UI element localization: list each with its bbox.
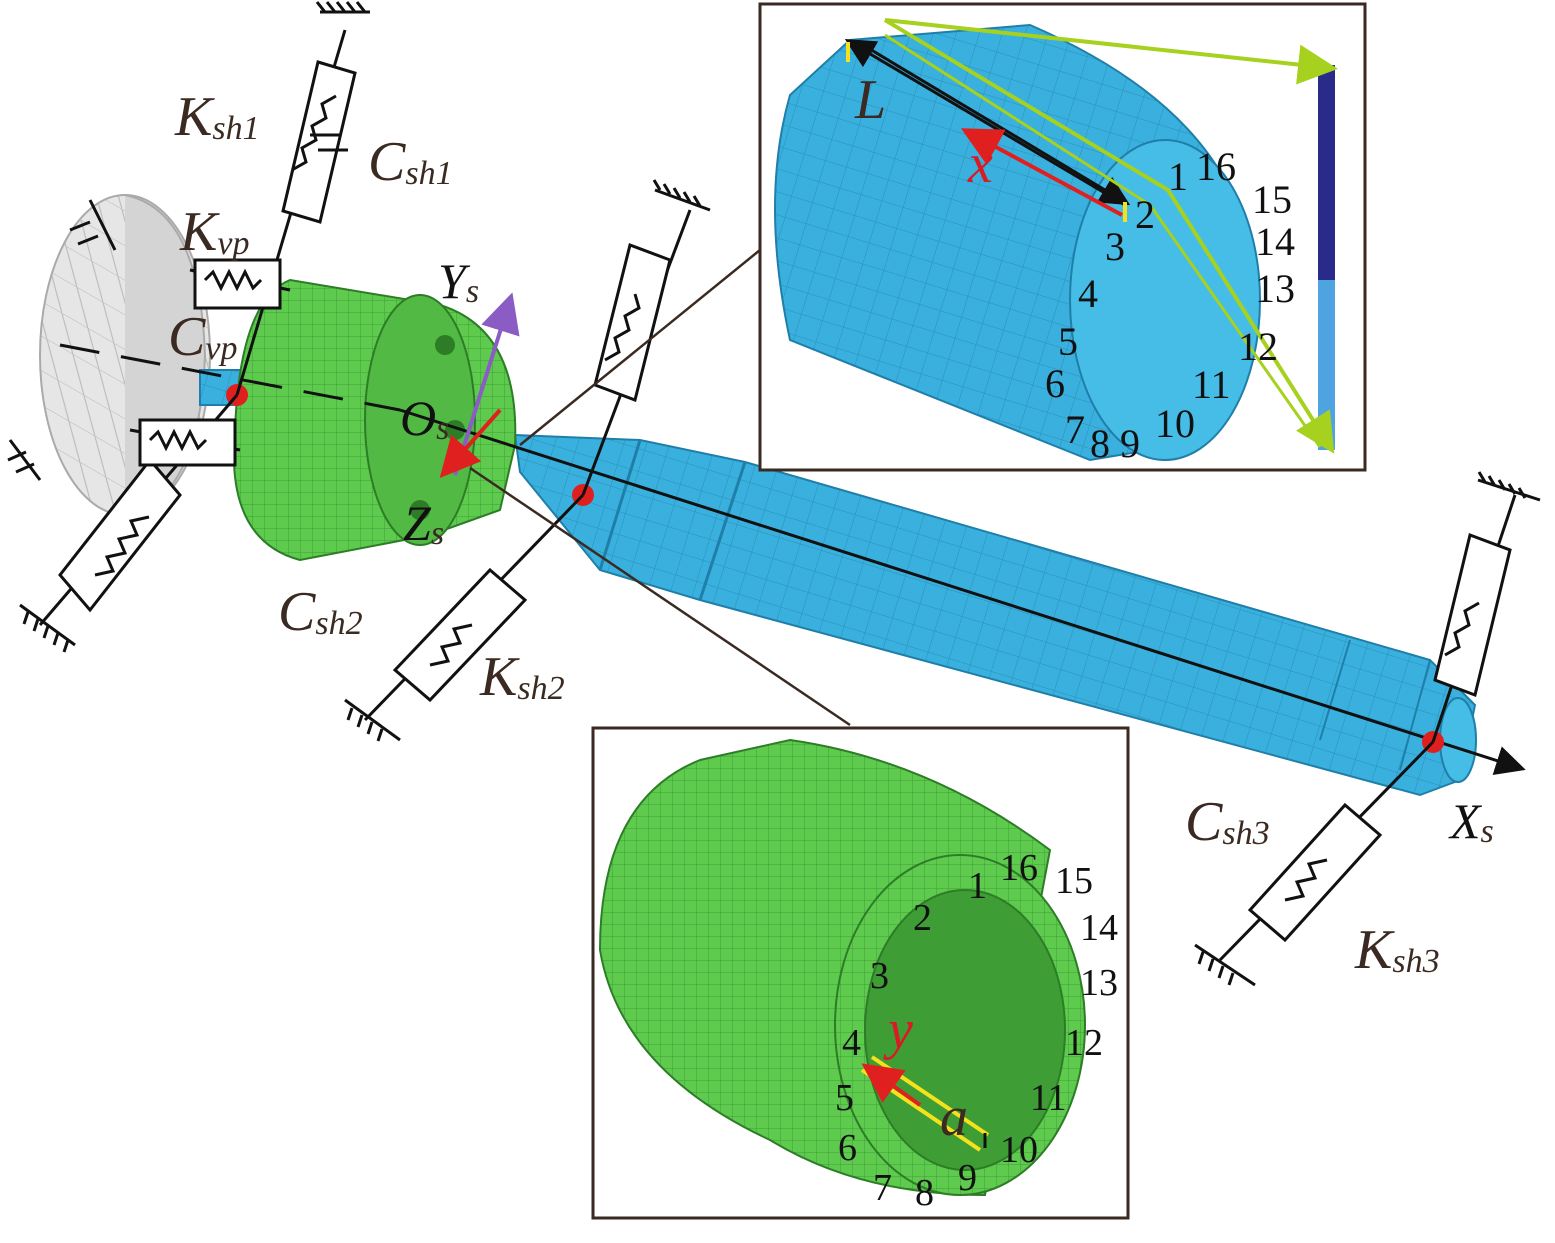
inset-hub-tooth-15: 15 <box>1055 860 1093 902</box>
support-vp <box>7 199 291 481</box>
inset-connector-bottom <box>469 466 851 727</box>
axis-label-z: Zs <box>403 495 444 552</box>
inset-shaft-tooth-8: 8 <box>1090 421 1110 466</box>
inset-hub-tooth-13: 13 <box>1080 962 1118 1004</box>
inset-hub-tooth-16: 16 <box>1000 847 1038 889</box>
inset-shaft-tooth-9: 9 <box>1120 421 1140 466</box>
inset-shaft-coord-label: x <box>967 133 993 195</box>
inset-hub-tooth-6: 6 <box>838 1127 857 1169</box>
inset-hub-tooth-7: 7 <box>873 1167 892 1209</box>
inset-shaft-tooth-12: 12 <box>1238 324 1278 369</box>
inset-hub-coord-label: y <box>883 999 913 1061</box>
inset-shaft-tooth-11: 11 <box>1192 362 1231 407</box>
inset-shaft-tooth-4: 4 <box>1078 271 1098 316</box>
support-sh1 <box>235 1 370 396</box>
inset-connector-top <box>519 249 761 446</box>
inset-shaft-tooth-13: 13 <box>1255 266 1295 311</box>
shaft-axis <box>59 343 1526 775</box>
inset-hub-tooth-9: 9 <box>958 1157 977 1199</box>
axis-label-y: Ys <box>438 253 479 310</box>
support-sh2 <box>344 179 711 742</box>
support-sh3 <box>1194 471 1541 987</box>
label-c-sh3: Csh3 <box>1185 791 1270 853</box>
inset-shaft-tooth-5: 5 <box>1058 319 1078 364</box>
inset-hub-tooth-2: 2 <box>913 897 932 939</box>
label-c-sh1: Csh1 <box>368 131 453 193</box>
inset-shaft-tooth-7: 7 <box>1065 407 1085 452</box>
inset-hub-tooth-10: 10 <box>1000 1129 1038 1171</box>
z-axis-arrow <box>439 408 502 478</box>
inset-shaft-tooth-1: 1 <box>1168 154 1188 199</box>
label-k-sh2: Ksh2 <box>479 646 565 708</box>
label-k-vp: Kvp <box>179 201 249 263</box>
label-k-sh3: Ksh3 <box>1354 919 1440 981</box>
inset-hub-tooth-12: 12 <box>1065 1022 1103 1064</box>
inset-shaft-tooth-3: 3 <box>1105 224 1125 269</box>
inset-shaft-teeth: L x 1 16 15 14 13 12 11 10 9 8 7 6 5 4 3… <box>758 2 1367 472</box>
inset-hub-tooth-11: 11 <box>1030 1077 1067 1119</box>
inset-shaft-tooth-2: 2 <box>1135 192 1155 237</box>
axis-label-o: Os <box>400 390 449 447</box>
label-k-sh1: Ksh1 <box>174 86 260 148</box>
inset-hub-tooth-1: 1 <box>968 865 987 907</box>
inset-shaft-tooth-16: 16 <box>1196 144 1236 189</box>
inset-hub-tooth-8: 8 <box>915 1172 934 1214</box>
spline-hub <box>232 278 517 562</box>
inset-hub-teeth: a y 1 16 15 14 13 12 11 10 9 8 7 6 5 4 3… <box>591 726 1130 1220</box>
inset-hub-width-label: a <box>940 1086 968 1148</box>
label-c-vp: Cvp <box>168 306 237 368</box>
inset-hub-tooth-3: 3 <box>870 955 889 997</box>
axis-label-x: Xs <box>1448 793 1494 850</box>
inset-shaft-length-label: L <box>854 69 886 131</box>
inset-shaft-tooth-6: 6 <box>1045 361 1065 406</box>
inset-shaft-tooth-15: 15 <box>1252 177 1292 222</box>
inset-shaft-tooth-14: 14 <box>1255 219 1295 264</box>
label-c-sh2: Csh2 <box>278 581 363 643</box>
inset-hub-tooth-14: 14 <box>1080 907 1118 949</box>
inset-shaft-tooth-10: 10 <box>1155 401 1195 446</box>
inset-hub-tooth-4: 4 <box>842 1022 861 1064</box>
inset-hub-tooth-5: 5 <box>835 1077 854 1119</box>
